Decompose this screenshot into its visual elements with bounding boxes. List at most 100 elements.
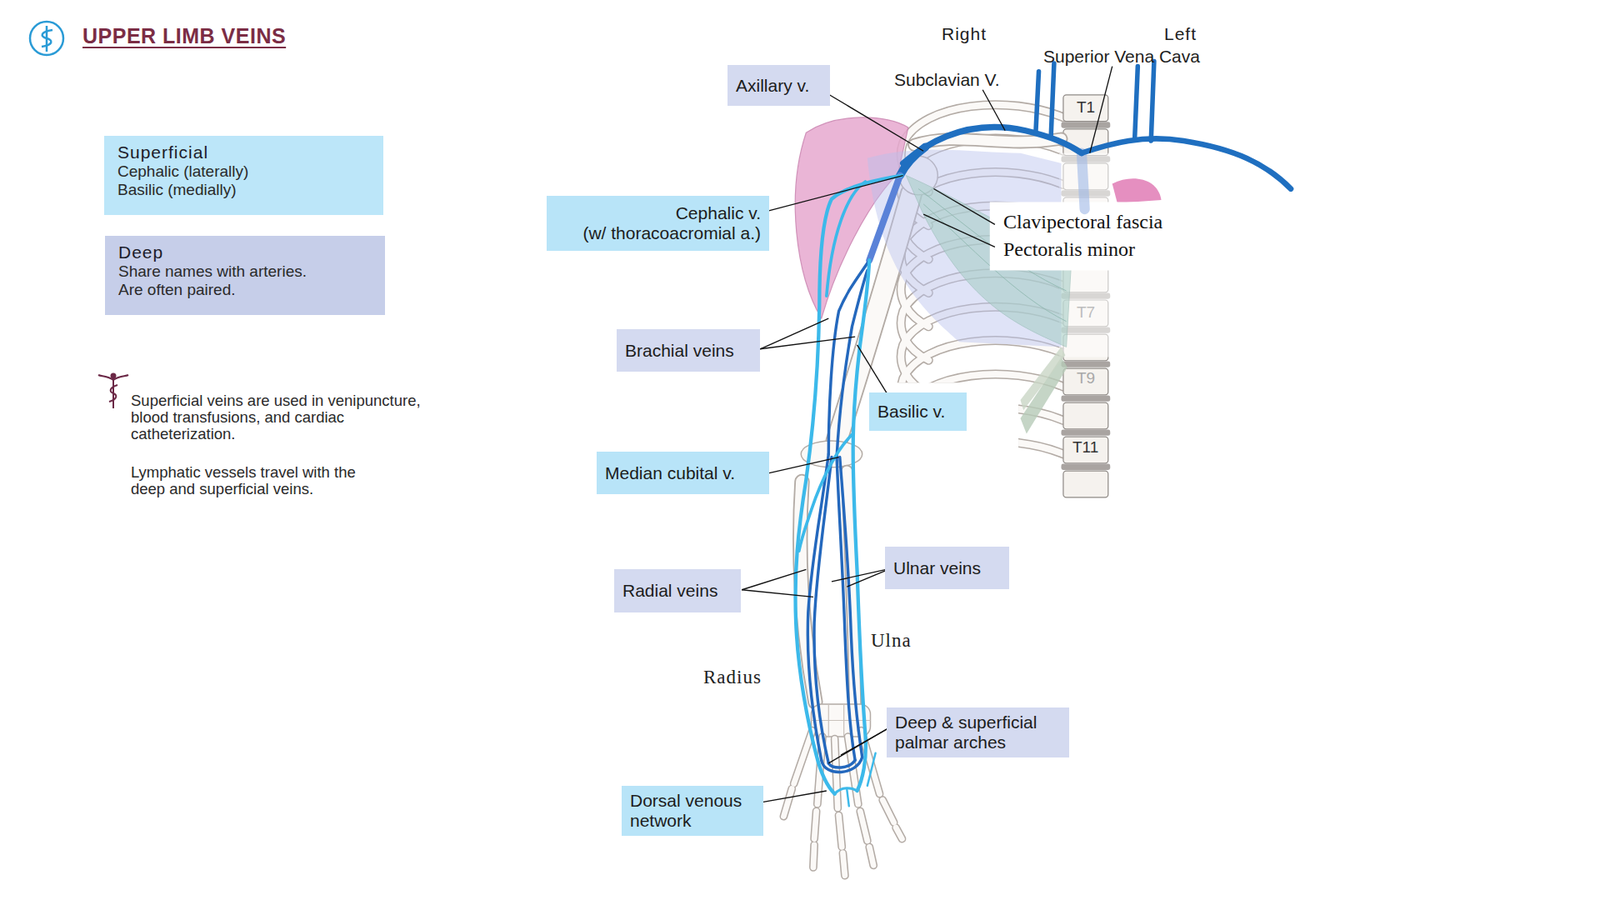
leader-lines — [741, 66, 1112, 803]
superficial-veins — [826, 181, 866, 296]
vertebral-column — [1063, 402, 1109, 430]
axillary-vein — [900, 146, 926, 175]
leader-lines — [840, 728, 888, 755]
leader-lines — [933, 189, 995, 225]
great-veins — [1081, 153, 1085, 210]
vein-name: Brachial veins — [625, 340, 735, 361]
superficial-vein-label: Basilic v. — [869, 392, 967, 431]
category-box: SuperficialCephalic (laterally)Basilic (… — [104, 135, 384, 215]
category-text: Are often paired. — [118, 280, 372, 300]
category-heading: Superficial — [117, 141, 370, 163]
superficial-veins — [835, 788, 858, 795]
leader-lines — [831, 568, 891, 582]
vein-name: Subclavian V. — [894, 70, 1000, 90]
deep-veins — [836, 457, 855, 761]
leader-lines — [741, 569, 806, 590]
vein-name: Ulnar veins — [893, 558, 981, 579]
vertebral-discs — [1060, 360, 1110, 367]
great-veins — [1035, 71, 1040, 133]
superficial-veins — [853, 260, 870, 791]
hand-bones — [783, 730, 902, 876]
superficial-vein-label: Dorsal venous network — [621, 785, 764, 836]
vein-name: Axillary v. — [735, 75, 810, 96]
logo-icon — [30, 21, 64, 55]
vertebral-discs — [1060, 121, 1110, 128]
vertebral-column — [1063, 368, 1109, 395]
superficial-veins — [799, 433, 854, 551]
hand-bones — [783, 730, 902, 876]
deep-vein-label: Radial veins — [614, 569, 741, 613]
deep-veins — [821, 757, 863, 773]
leader-lines — [763, 790, 827, 802]
vertebral-column — [1063, 436, 1109, 464]
vein-name: Deep & superficial palmar arches — [895, 712, 1061, 753]
great-veins — [1050, 63, 1055, 135]
great-veins — [1081, 138, 1291, 189]
great-veins — [903, 127, 1082, 164]
vertebra-label: T7 — [1076, 303, 1095, 322]
superficial-veins — [867, 753, 876, 786]
category-box: DeepShare names with arteries.Are often … — [105, 235, 385, 315]
category-text: Basilic (medially) — [117, 180, 370, 200]
caduceus-icon — [111, 374, 116, 379]
structure-label: Pectoralis minor — [1003, 238, 1135, 262]
vein-name: Dorsal venous network — [630, 790, 755, 831]
leader-lines — [763, 175, 904, 213]
deep-veins — [828, 260, 870, 455]
heart-edge — [1112, 178, 1162, 203]
structure-label: Clavipectoral fascia — [1003, 210, 1163, 235]
category-text: Cephalic (laterally) — [117, 162, 370, 181]
bone-label: Radius — [703, 666, 762, 689]
label-backdrop — [990, 201, 1164, 270]
hand-bones — [783, 704, 902, 876]
axillary-vein — [869, 175, 900, 261]
logo-icon — [30, 21, 64, 55]
caduceus-icon — [109, 385, 118, 402]
leader-lines — [767, 457, 840, 475]
leader-lines — [982, 90, 1005, 131]
superficial-vein-label: Median cubital v. — [596, 451, 770, 495]
leader-lines — [824, 91, 924, 151]
leader-lines — [760, 336, 855, 350]
deep-vein-label: Ulnar veins — [885, 546, 1010, 590]
bone-label: Ulna — [870, 630, 912, 652]
superficial-veins — [795, 175, 902, 795]
page-title: UPPER LIMB VEINS — [82, 24, 286, 49]
vein-name: Basilic v. — [877, 401, 945, 422]
category-heading: Deep — [118, 241, 372, 263]
category-text: Share names with arteries. — [118, 262, 372, 281]
vertebra-label: T1 — [1076, 98, 1095, 117]
great-veins — [1150, 60, 1155, 141]
vertebral-discs — [1060, 430, 1110, 436]
vein-name: Median cubital v. — [605, 463, 735, 484]
muscle-strip — [1020, 346, 1066, 410]
logo-icon — [41, 30, 53, 47]
vein-name: Superior Vena Cava — [1043, 46, 1200, 67]
vein-name: Cephalic v. — [675, 203, 761, 224]
vertebra-label: T11 — [1072, 438, 1099, 457]
axillary-vein — [869, 146, 925, 260]
vertebral-column — [1063, 470, 1109, 498]
vein-name: Radial veins — [622, 580, 718, 601]
great-veins — [1135, 66, 1139, 140]
superficial-veins — [846, 790, 849, 807]
vertebral-discs — [1060, 464, 1110, 470]
note-text: Superficial veins are used in venipunctu… — [130, 392, 423, 443]
deep-vein-label: Axillary v. — [727, 65, 830, 106]
deep-vein-label: Brachial veins — [616, 329, 760, 372]
vertebra-label: T9 — [1076, 369, 1095, 388]
deep-veins — [814, 457, 832, 764]
leader-lines — [741, 590, 814, 598]
leader-lines — [923, 214, 995, 247]
superficial-vein-label: Cephalic v.(w/ thoracoacromial a.) — [546, 195, 770, 251]
side-label: Left — [1164, 24, 1197, 45]
leader-lines — [828, 728, 888, 764]
anatomy-drawing — [741, 60, 1291, 875]
deep-vein-label: Deep & superficial palmar arches — [886, 707, 1070, 758]
caduceus-icon — [98, 374, 129, 410]
vertebral-discs — [1060, 395, 1110, 401]
vein-name: (w/ thoracoacromial a.) — [582, 223, 761, 244]
side-label: Right — [941, 24, 987, 45]
